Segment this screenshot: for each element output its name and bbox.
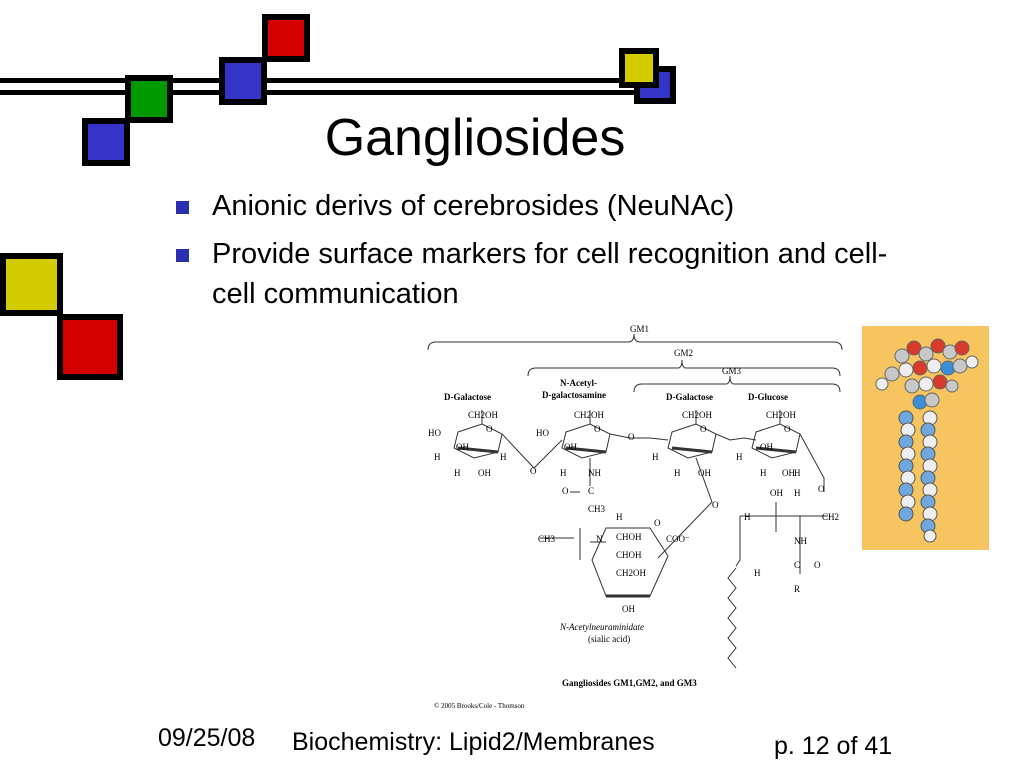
atom-o: O [562, 486, 569, 496]
atom-h: H [674, 468, 681, 478]
atom-nh: NH [588, 468, 601, 478]
atom-oh: OH [698, 468, 711, 478]
galactose2-label: D-Galactose [666, 392, 713, 402]
slide-title: Gangliosides [324, 109, 626, 167]
atom-oh: OH [478, 468, 491, 478]
atom-o: O [700, 424, 707, 434]
deco-square-yellow-left [0, 253, 63, 316]
atom-h: H [434, 452, 441, 462]
atom-oh: OH [622, 604, 635, 614]
atom-h: H [744, 512, 751, 522]
footer-page-number: p. 12 of 41 [774, 732, 893, 760]
atom-r: R [794, 584, 800, 594]
atom-o: O [654, 518, 661, 528]
atom-o: O [486, 424, 493, 434]
atom-h: H [652, 452, 659, 462]
figure-copyright: © 2005 Brooks/Cole - Thomson [434, 702, 525, 710]
figure-caption: Gangliosides GM1,GM2, and GM3 [562, 678, 697, 688]
deco-square-blue-top [219, 57, 267, 105]
atom-ch2oh: CH2OH [574, 410, 605, 420]
atom-oh: OH [760, 442, 773, 452]
deco-square-red-left [57, 314, 123, 380]
atom-ch2oh: CH2OH [682, 410, 713, 420]
atom-ch2: CH2 [822, 512, 839, 522]
footer-course: Biochemistry: Lipid2/Membranes [292, 728, 655, 756]
glucose-label: D-Glucose [748, 392, 788, 402]
atom-ch2oh: CH2OH [766, 410, 797, 420]
atom-ch3: CH3 [538, 534, 556, 544]
bullet-text: Anionic derivs of cerebrosides (NeuNAc) [212, 190, 735, 222]
atom-n: N [596, 534, 603, 544]
atom-nh: NH [794, 536, 807, 546]
atom-c: C [794, 560, 800, 570]
atom-h: H [616, 512, 623, 522]
bracket-label-gm2: GM2 [674, 348, 693, 358]
top-rule-lower [0, 90, 672, 95]
space-filling-model [875, 338, 979, 543]
bullet-marker [176, 249, 189, 262]
atom-h: H [736, 452, 743, 462]
deco-square-red-top [262, 14, 310, 62]
atom-ch2oh: CH2OH [616, 568, 647, 578]
sialic-label-line1: N-Acetylneuraminidate [559, 622, 644, 632]
footer-date: 09/25/08 [158, 724, 256, 752]
atom-chohs: CHOH [616, 550, 642, 560]
atom-o: O [784, 424, 791, 434]
deco-square-yellow-right [619, 48, 659, 88]
atom-o: O [712, 500, 719, 510]
atom-oh: OH [770, 488, 783, 498]
atom-h: H [454, 468, 461, 478]
bracket-label-gm3: GM3 [722, 366, 742, 376]
atom-o: O [594, 424, 601, 434]
atom-h: H [560, 468, 567, 478]
galactose1-label: D-Galactose [444, 392, 491, 402]
bullet-item: Anionic derivs of cerebrosides (NeuNAc) [172, 186, 892, 226]
atom-o: O [814, 560, 821, 570]
sialic-label-line2: (sialic acid) [588, 634, 630, 644]
bullet-list: Anionic derivs of cerebrosides (NeuNAc) … [172, 186, 892, 322]
bracket-label-gm1: GM1 [630, 324, 649, 334]
atom-chohs: CHOH [616, 532, 642, 542]
deco-square-blue-left [82, 118, 130, 166]
atom-oh: OH [456, 442, 469, 452]
atom-h: H [794, 468, 801, 478]
atom-ch3: CH3 [588, 504, 606, 514]
bullet-text: Provide surface markers for cell recogni… [212, 238, 888, 310]
atom-oh: OH [564, 442, 577, 452]
bullet-marker [176, 201, 189, 214]
atom-coo: COO⁻ [666, 534, 690, 544]
atom-ch2oh: CH2OH [468, 410, 499, 420]
atom-o: O [818, 484, 825, 494]
atom-ho: HO [428, 428, 441, 438]
atom-o: O [530, 466, 537, 476]
atom-h: H [760, 468, 767, 478]
atom-h: H [500, 452, 507, 462]
space-filling-model-image [862, 326, 989, 550]
deco-square-green [125, 75, 173, 123]
bullet-item: Provide surface markers for cell recogni… [172, 234, 892, 314]
atom-oh: OH [782, 468, 795, 478]
ganglioside-structure-figure: GM1 GM2 GM3 D-Galactose N-Acetyl- D-gala… [427, 324, 843, 710]
top-rule-upper [0, 78, 672, 83]
acetyl-label-line2: D-galactosamine [542, 390, 606, 400]
atom-h: H [794, 488, 801, 498]
atom-h: H [754, 568, 761, 578]
atom-ho: HO [536, 428, 549, 438]
atom-o: O [628, 432, 635, 442]
acetyl-label-line1: N-Acetyl- [560, 378, 597, 388]
atom-c: C [588, 486, 594, 496]
